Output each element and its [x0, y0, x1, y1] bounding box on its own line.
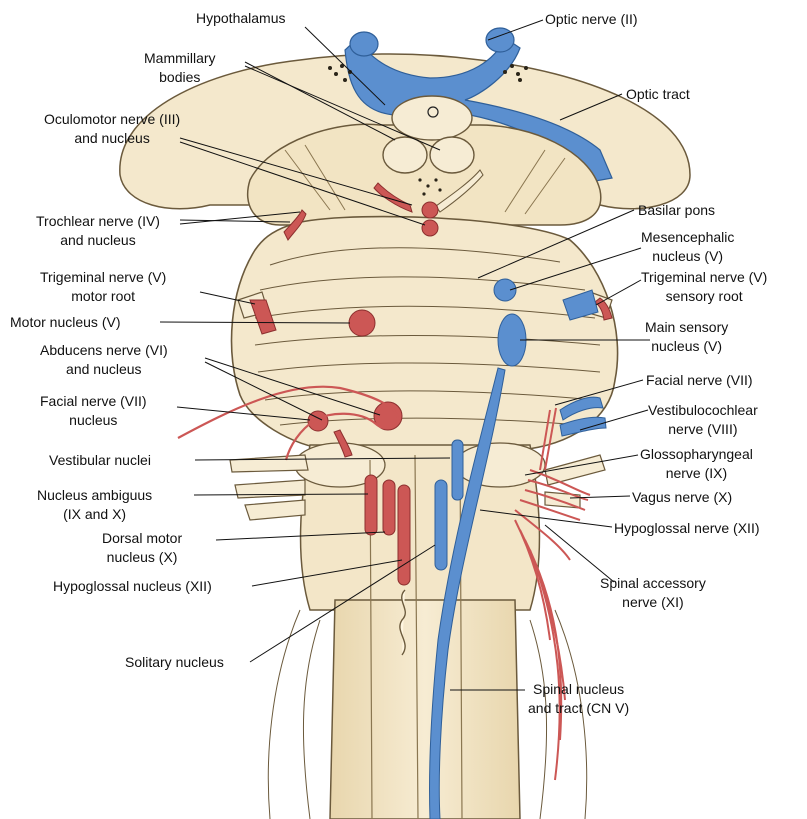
label-trochlear: Trochlear nerve (IV) and nucleus [36, 212, 160, 250]
label-trigeminal-sensory: Trigeminal nerve (V) sensory root [641, 268, 767, 306]
label-facial-nucleus: Facial nerve (VII) nucleus [40, 392, 147, 430]
label-nucleus-ambiguus: Nucleus ambiguus (IX and X) [37, 486, 152, 524]
label-vagus: Vagus nerve (X) [632, 488, 732, 507]
label-glossopharyngeal: Glossopharyngeal nerve (IX) [640, 445, 753, 483]
label-optic-tract: Optic tract [626, 85, 690, 104]
label-oculomotor: Oculomotor nerve (III) and nucleus [44, 110, 180, 148]
label-hypoglossal-nucleus: Hypoglossal nucleus (XII) [53, 577, 212, 596]
label-abducens: Abducens nerve (VI) and nucleus [40, 341, 168, 379]
label-motor-nucleus-v: Motor nucleus (V) [10, 313, 120, 332]
label-hypoglossal-nerve: Hypoglossal nerve (XII) [614, 519, 760, 538]
label-hypothalamus: Hypothalamus [196, 9, 286, 28]
label-facial-nerve: Facial nerve (VII) [646, 371, 753, 390]
label-basilar-pons: Basilar pons [638, 201, 715, 220]
medulla [295, 443, 545, 610]
optic-nerve-left-stump [350, 32, 378, 56]
label-spinal-nucleus: Spinal nucleus and tract (CN V) [528, 680, 629, 718]
label-mammillary-bodies: Mammillary bodies [144, 49, 216, 87]
label-optic-nerve: Optic nerve (II) [545, 10, 638, 29]
optic-nerve-right-stump [486, 28, 514, 52]
label-main-sensory: Main sensory nucleus (V) [645, 318, 728, 356]
label-vestibulocochlear: Vestibulocochlear nerve (VIII) [648, 401, 758, 439]
pons [232, 217, 618, 450]
label-dorsal-motor: Dorsal motor nucleus (X) [102, 529, 182, 567]
label-mesencephalic: Mesencephalic nucleus (V) [641, 228, 734, 266]
label-solitary-nucleus: Solitary nucleus [125, 653, 224, 672]
label-spinal-accessory: Spinal accessory nerve (XI) [600, 574, 706, 612]
label-vestibular-nuclei: Vestibular nuclei [49, 451, 151, 470]
label-trigeminal-motor: Trigeminal nerve (V) motor root [40, 268, 166, 306]
